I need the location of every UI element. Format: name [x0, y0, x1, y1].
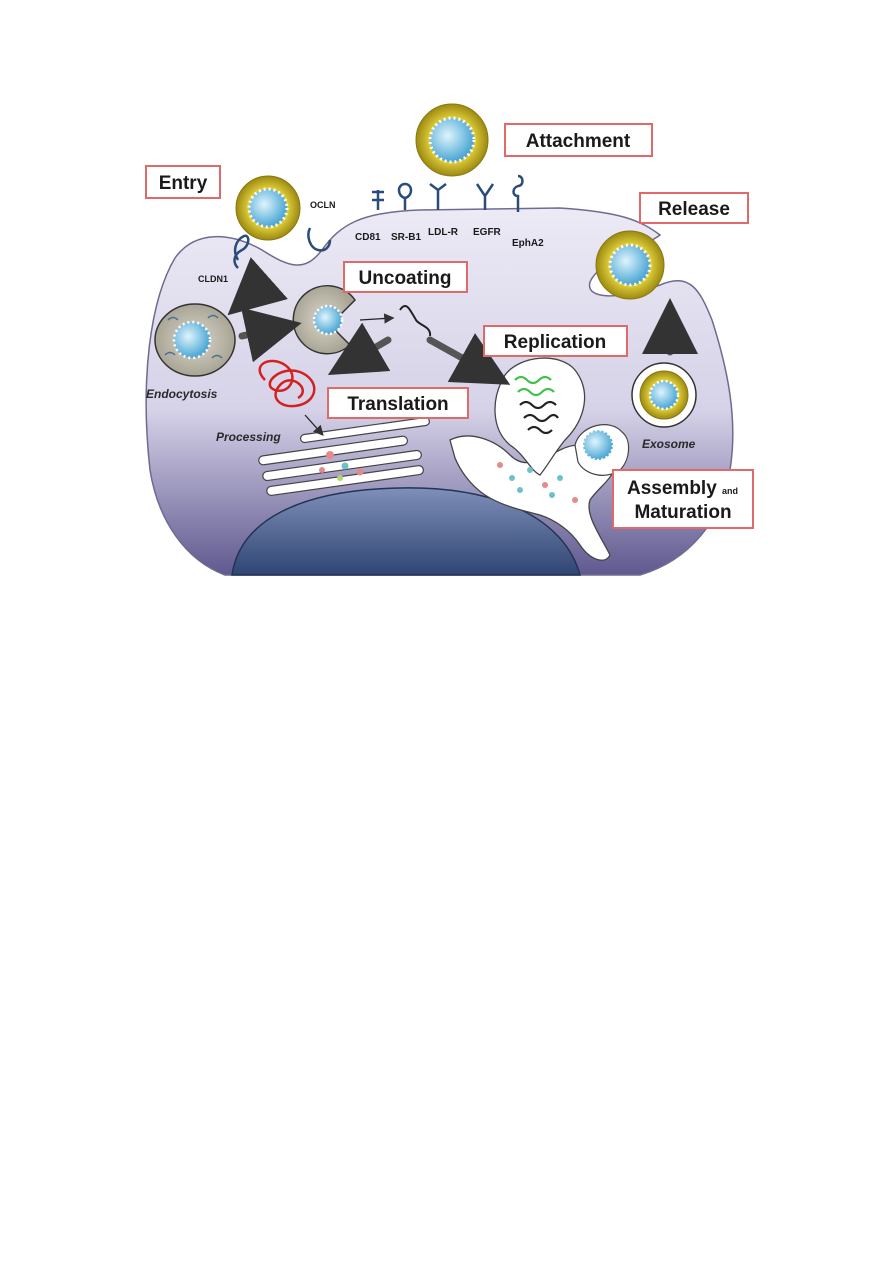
receptor-cldn1-label: CLDN1 — [198, 274, 228, 284]
stage-maturation-label: Maturation — [634, 502, 731, 523]
stage-attachment: Attachment — [504, 123, 653, 157]
stage-replication: Replication — [483, 325, 628, 357]
receptor-srb1-label: SR-B1 — [391, 232, 421, 243]
receptor-epha2-label: EphA2 — [512, 238, 544, 249]
viral-rna — [399, 305, 432, 337]
endocytosis-label: Endocytosis — [146, 387, 218, 401]
stage-assembly-maturation: Assembly and Maturation — [612, 469, 754, 529]
stage-release: Release — [639, 192, 749, 224]
exosome-label: Exosome — [642, 437, 696, 451]
stage-entry: Entry — [145, 165, 221, 199]
assembling-core — [574, 424, 630, 476]
endocytosis-vesicle — [154, 303, 236, 377]
stage-uncoating: Uncoating — [343, 261, 468, 293]
stage-attachment-label: Attachment — [526, 131, 631, 152]
stage-release-label: Release — [658, 199, 730, 220]
thin-arrows — [304, 313, 395, 436]
replication-rna — [514, 375, 559, 435]
receptor-cd81-label: CD81 — [355, 232, 381, 243]
receptor-ocln-label: OCLN — [310, 200, 336, 210]
protein-dots — [319, 451, 578, 503]
exosome-vesicle — [631, 362, 697, 428]
polyprotein — [258, 359, 316, 408]
nucleus — [231, 487, 581, 576]
virion-entry — [235, 175, 301, 241]
stage-assembly-label: Assembly — [627, 478, 717, 499]
stage-replication-label: Replication — [504, 332, 606, 353]
stage-and-label: and — [722, 486, 738, 496]
processing-label: Processing — [216, 430, 281, 444]
stage-translation: Translation — [327, 387, 469, 419]
virion-release — [595, 230, 665, 300]
virion-attachment — [415, 103, 489, 177]
receptors — [233, 174, 524, 269]
replication-complex — [494, 357, 586, 476]
pathway-arrows — [227, 257, 698, 385]
receptor-egfr-label: EGFR — [473, 227, 502, 238]
stage-entry-label: Entry — [159, 173, 208, 194]
stage-translation-label: Translation — [347, 394, 448, 415]
receptor-ldlr-label: LDL-R — [428, 227, 459, 238]
stage-uncoating-label: Uncoating — [359, 268, 452, 289]
